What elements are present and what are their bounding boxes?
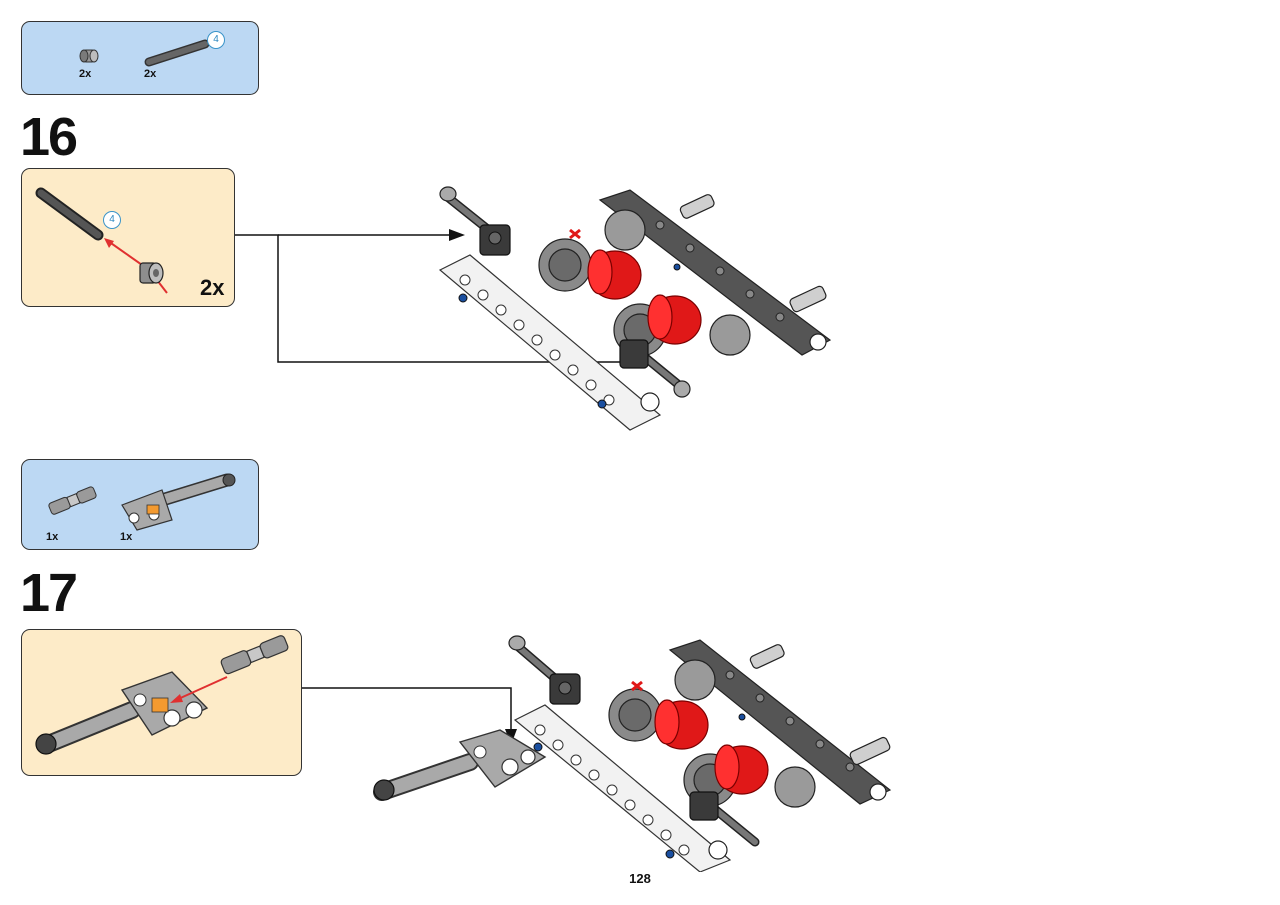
sub-assembly-qty: 2x	[200, 275, 225, 300]
step-16-parts-box: 4 2x 2x	[21, 21, 259, 95]
step-16-sub-assembly-box: 4 2x	[21, 168, 235, 307]
axle-qty: 2x	[144, 68, 157, 80]
universal-joint-icon	[48, 486, 97, 515]
step-17-parts-box: 1x 1x	[21, 459, 259, 550]
axle-icon	[144, 39, 210, 67]
sub-axle-length-badge: 4	[103, 211, 121, 229]
page-number: 128	[629, 871, 651, 886]
steering-arm-icon	[121, 473, 236, 531]
sub-assembly-illustration	[35, 187, 168, 294]
universal-joint-qty: 1x	[46, 531, 59, 543]
step-17-model-illustration	[373, 635, 892, 872]
step-17-sub-assembly-box	[21, 629, 302, 776]
step-16-number: 16	[20, 107, 78, 167]
steering-sub-assembly-illustration	[35, 635, 289, 755]
step-17-number: 17	[20, 563, 78, 623]
steering-arm-qty: 1x	[120, 531, 133, 543]
step-16-model-illustration	[438, 186, 832, 431]
bush-qty: 2x	[79, 68, 92, 80]
bush-icon	[79, 49, 99, 63]
axle-length-badge: 4	[207, 31, 225, 49]
